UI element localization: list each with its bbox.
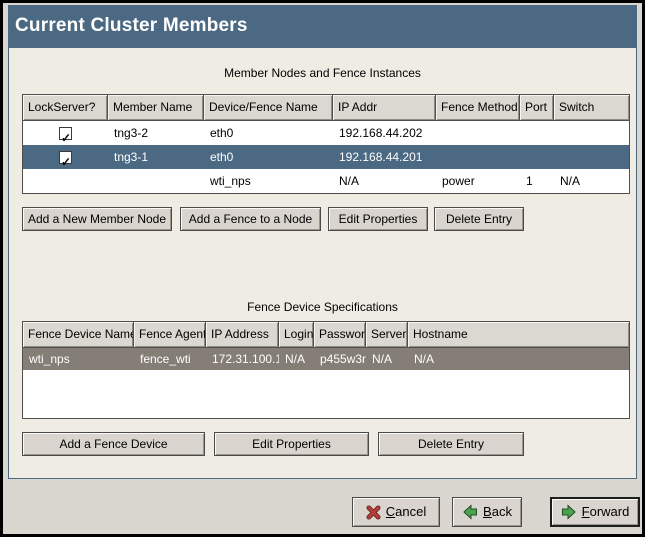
col-ip-address[interactable]: IP Address bbox=[206, 322, 279, 347]
col-login[interactable]: Login bbox=[279, 322, 314, 347]
table-cell[interactable]: N/A bbox=[339, 174, 360, 188]
table-cell[interactable]: N/A bbox=[372, 352, 393, 366]
member-table: LockServer? Member Name Device/Fence Nam… bbox=[22, 94, 630, 194]
table-cell[interactable]: N/A bbox=[285, 352, 306, 366]
content-panel: Member Nodes and Fence Instances LockSer… bbox=[8, 47, 637, 479]
table-cell[interactable]: eth0 bbox=[210, 150, 234, 164]
fence-table: Fence Device Name Fence Agent IP Address… bbox=[22, 321, 630, 419]
fence-table-caption: Fence Device Specifications bbox=[247, 300, 398, 314]
table-cell[interactable]: 172.31.100.1 bbox=[212, 352, 279, 366]
delete-member-entry-button[interactable]: Delete Entry bbox=[434, 207, 524, 231]
table-cell[interactable]: 192.168.44.202 bbox=[339, 126, 423, 140]
button-label: F bbox=[581, 504, 590, 519]
add-member-node-button[interactable]: Add a New Member Node bbox=[22, 207, 172, 231]
col-server[interactable]: Server bbox=[366, 322, 408, 347]
table-cell[interactable] bbox=[436, 145, 520, 169]
col-port[interactable]: Port bbox=[520, 95, 554, 120]
fence-table-header: Fence Device Name Fence Agent IP Address… bbox=[23, 322, 629, 348]
table-cell[interactable]: wti_nps bbox=[29, 352, 70, 366]
col-ip-addr[interactable]: IP Addr bbox=[333, 95, 436, 120]
table-cell[interactable]: tng3-2 bbox=[114, 126, 149, 140]
table-row-selected[interactable]: wti_nps fence_wti 172.31.100.1 N/A p455w… bbox=[23, 348, 629, 370]
edit-member-properties-button[interactable]: Edit Properties bbox=[328, 207, 428, 231]
title-banner: Current Cluster Members bbox=[8, 5, 637, 47]
button-label: C bbox=[385, 504, 396, 519]
table-cell[interactable] bbox=[436, 121, 520, 145]
page-title: Current Cluster Members bbox=[15, 15, 248, 36]
table-cell[interactable]: 1 bbox=[526, 174, 533, 188]
table-cell[interactable]: tng3-1 bbox=[114, 150, 149, 164]
table-row-selected[interactable]: tng3-1 eth0 192.168.44.201 bbox=[23, 145, 629, 169]
table-cell[interactable]: wti_nps bbox=[210, 174, 251, 188]
table-cell[interactable] bbox=[554, 121, 629, 145]
table-row[interactable]: wti_nps N/A power 1 N/A bbox=[23, 169, 629, 193]
member-table-header: LockServer? Member Name Device/Fence Nam… bbox=[23, 95, 629, 121]
table-cell[interactable] bbox=[108, 169, 204, 193]
back-arrow-icon bbox=[463, 504, 478, 520]
table-cell[interactable]: N/A bbox=[560, 174, 581, 188]
table-cell[interactable]: N/A bbox=[414, 352, 435, 366]
edit-fence-properties-button[interactable]: Edit Properties bbox=[214, 432, 369, 456]
table-cell[interactable]: 192.168.44.201 bbox=[339, 150, 423, 164]
lockserver-checkbox-checked-icon[interactable] bbox=[59, 150, 72, 169]
table-row[interactable]: tng3-2 eth0 192.168.44.202 bbox=[23, 121, 629, 145]
add-fence-to-node-button[interactable]: Add a Fence to a Node bbox=[180, 207, 321, 231]
add-fence-device-button[interactable]: Add a Fence Device bbox=[22, 432, 205, 456]
col-hostname[interactable]: Hostname bbox=[408, 322, 629, 347]
forward-arrow-icon bbox=[561, 504, 576, 520]
table-cell[interactable] bbox=[554, 145, 629, 169]
table-cell[interactable] bbox=[520, 121, 554, 145]
table-cell[interactable]: p455w3rd bbox=[320, 352, 366, 366]
col-lockserver[interactable]: LockServer? bbox=[23, 95, 108, 120]
forward-button[interactable]: Forward bbox=[550, 497, 640, 527]
button-label: B bbox=[483, 504, 492, 519]
delete-fence-entry-button[interactable]: Delete Entry bbox=[378, 432, 524, 456]
table-cell[interactable]: power bbox=[442, 174, 475, 188]
lockserver-checkbox-checked-icon[interactable] bbox=[59, 126, 72, 145]
table-cell[interactable]: fence_wti bbox=[140, 352, 191, 366]
col-device-fence-name[interactable]: Device/Fence Name bbox=[204, 95, 333, 120]
cancel-x-icon bbox=[366, 504, 381, 520]
table-cell[interactable]: eth0 bbox=[210, 126, 234, 140]
back-button[interactable]: Back bbox=[452, 497, 522, 527]
cancel-button[interactable]: Cancel bbox=[352, 497, 440, 527]
member-table-caption: Member Nodes and Fence Instances bbox=[224, 66, 421, 80]
table-cell[interactable] bbox=[520, 145, 554, 169]
col-fence-device-name[interactable]: Fence Device Name bbox=[23, 322, 134, 347]
col-switch[interactable]: Switch bbox=[554, 95, 629, 120]
col-fence-agent[interactable]: Fence Agent bbox=[134, 322, 206, 347]
col-fence-method[interactable]: Fence Method bbox=[436, 95, 520, 120]
col-password[interactable]: Password bbox=[314, 322, 366, 347]
col-member-name[interactable]: Member Name bbox=[108, 95, 204, 120]
